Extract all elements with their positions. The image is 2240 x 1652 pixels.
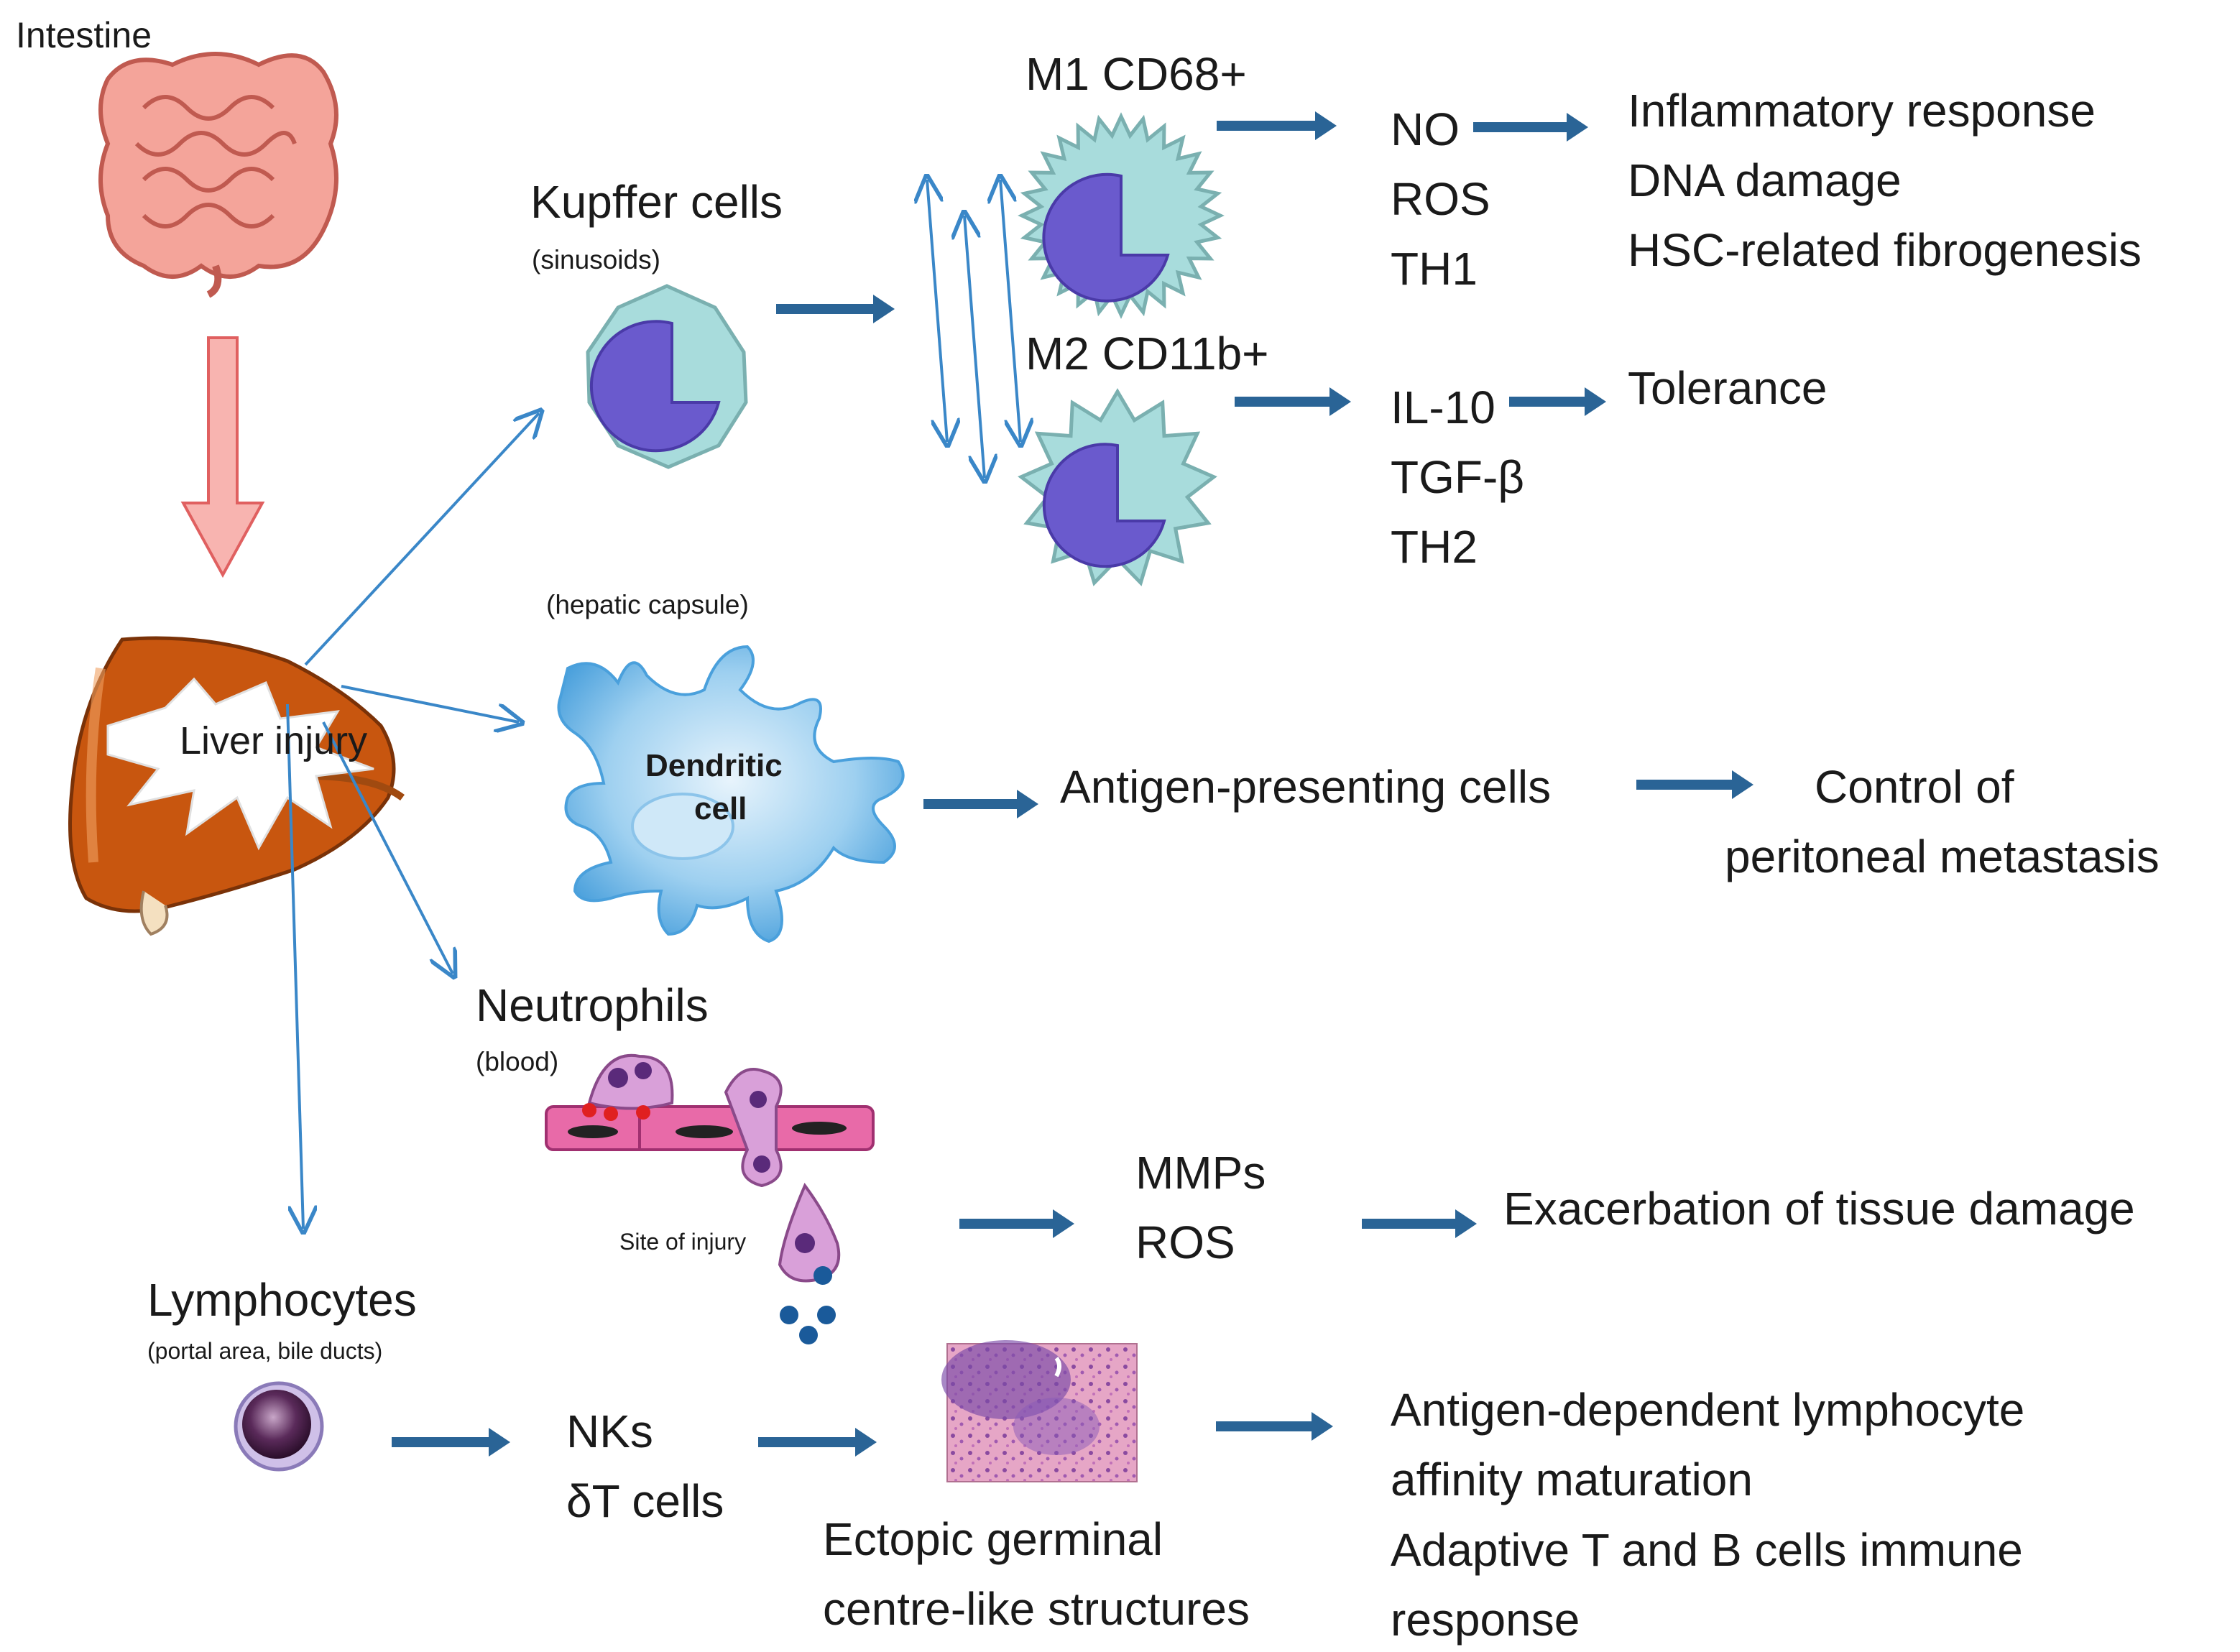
- neutrophils-location: (blood): [476, 1047, 559, 1076]
- kupffer-title: Kupffer cells: [530, 176, 783, 228]
- germinal-centre-histology: [941, 1340, 1138, 1482]
- liver-illustration: [68, 636, 405, 936]
- m1-mediator-no: NO: [1391, 103, 1460, 155]
- lymphocyte-effect-line3: Adaptive T and B cells immune: [1391, 1524, 2023, 1576]
- flow-arrows: [392, 111, 1753, 1457]
- lymphocyte-cell-illustration: [234, 1381, 324, 1472]
- dendritic-role: Antigen-presenting cells: [1060, 761, 1552, 813]
- m1-mediator-th1: TH1: [1391, 243, 1478, 295]
- liver-branch-arrows: [286, 413, 539, 1229]
- m1-m2-interconversion-arrows: [927, 180, 1020, 478]
- m1-label: M1 CD68+: [1025, 48, 1247, 100]
- intestine-label: Intestine: [16, 15, 152, 55]
- m2-label: M2 CD11b+: [1025, 328, 1269, 379]
- m1-effect-fibrogenesis: HSC-related fibrogenesis: [1628, 224, 2142, 276]
- lymphocyte-cells-dt: δT cells: [566, 1475, 724, 1527]
- intestine-illustration: [98, 52, 338, 298]
- dendritic-effect-line2: peritoneal metastasis: [1725, 831, 2160, 882]
- dendritic-cell-label-line1: Dendritic: [645, 748, 783, 783]
- m1-macrophage-illustration: [1018, 112, 1225, 319]
- site-of-injury-label: Site of injury: [619, 1229, 747, 1255]
- m2-mediator-th2: TH2: [1391, 521, 1478, 573]
- m2-macrophage-illustration: [1018, 388, 1217, 586]
- liver-injury-label: Liver injury: [180, 719, 368, 762]
- kupffer-location: (sinusoids): [532, 245, 660, 274]
- lymphocytes-title: Lymphocytes: [147, 1274, 417, 1326]
- neutrophil-effect: Exacerbation of tissue damage: [1503, 1183, 2135, 1235]
- lymphocyte-cells-nks: NKs: [566, 1406, 653, 1457]
- neutrophil-mediator-mmps: MMPs: [1135, 1147, 1266, 1199]
- neutrophil-illustrations: [582, 1053, 841, 1344]
- m1-effect-inflammatory: Inflammatory response: [1628, 85, 2096, 137]
- neutrophil-mediator-ros: ROS: [1135, 1217, 1235, 1268]
- blood-vessel-illustration: [545, 1105, 875, 1151]
- m2-mediator-tgfb: TGF-β: [1391, 451, 1525, 503]
- dendritic-cell-label-line2: cell: [694, 791, 747, 826]
- neutrophils-title: Neutrophils: [476, 979, 709, 1031]
- lymphocyte-effect-line2: affinity maturation: [1391, 1454, 1753, 1505]
- dendritic-location: (hepatic capsule): [546, 590, 749, 619]
- lymphocyte-effect-line4: response: [1391, 1594, 1580, 1646]
- germinal-structure-line2: centre-like structures: [823, 1583, 1250, 1635]
- dendritic-cell-illustration: [557, 645, 905, 943]
- m1-effect-dna-damage: DNA damage: [1628, 154, 1902, 206]
- intestine-to-liver-arrow: [180, 336, 265, 578]
- kupffer-cell-illustration: [586, 284, 748, 469]
- m2-effect-tolerance: Tolerance: [1628, 362, 1828, 414]
- m2-mediator-il10: IL-10: [1391, 382, 1495, 433]
- lymphocytes-location: (portal area, bile ducts): [147, 1338, 383, 1364]
- germinal-structure-line1: Ectopic germinal: [823, 1513, 1163, 1565]
- m1-mediator-ros: ROS: [1391, 173, 1490, 225]
- lymphocyte-effect-line1: Antigen-dependent lymphocyte: [1391, 1384, 2025, 1436]
- dendritic-effect-line1: Control of: [1815, 761, 2014, 813]
